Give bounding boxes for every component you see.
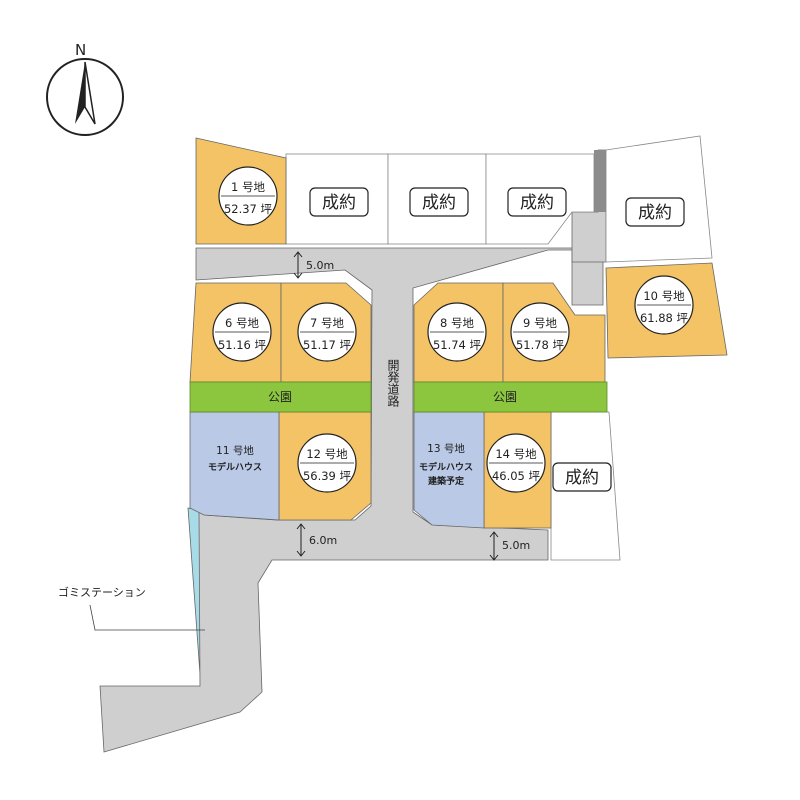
sold-badge-3: 成約	[409, 187, 469, 217]
park-left-label: 公園	[268, 390, 292, 404]
road-label: 開発道路	[386, 359, 400, 408]
road-label-text: 開発道路	[386, 359, 400, 408]
lot-badge-9: 9 号地 51.78 坪	[510, 302, 570, 362]
garbage-station-label: ゴミステーション	[58, 585, 146, 599]
garbage-station-callout: ゴミステーション	[58, 585, 205, 631]
compass-arrow-right	[84, 61, 96, 125]
svg-text:成約: 成約	[520, 193, 554, 213]
road-edge-dark	[594, 150, 606, 212]
svg-text:成約: 成約	[638, 203, 672, 223]
svg-text:51.17 坪: 51.17 坪	[303, 338, 352, 352]
lot-badge-10: 10 号地 61.88 坪	[634, 275, 694, 335]
svg-text:8 号地: 8 号地	[440, 316, 474, 330]
svg-text:56.39 坪: 56.39 坪	[303, 469, 352, 483]
svg-text:51.78 坪: 51.78 坪	[516, 338, 565, 352]
svg-text:61.88 坪: 61.88 坪	[640, 311, 689, 325]
lot-11-number: 11 号地	[216, 444, 254, 457]
svg-text:成約: 成約	[565, 468, 599, 488]
lot-badge-8: 8 号地 51.74 坪	[427, 302, 487, 362]
park-right-label: 公園	[493, 390, 517, 404]
park-right	[413, 381, 608, 413]
lot-badge-1: 1 号地 52.37 坪	[218, 166, 278, 226]
sold-labels: 成約 成約 成約 成約 成約	[309, 187, 685, 492]
callout-line	[89, 604, 205, 631]
lot-badge-12: 12 号地 56.39 坪	[297, 433, 357, 493]
dim-top-road: 5.0m	[306, 259, 334, 272]
sold-badge-2: 成約	[309, 187, 369, 217]
svg-text:10 号地: 10 号地	[643, 289, 685, 303]
svg-text:7 号地: 7 号地	[310, 316, 344, 330]
svg-text:46.05 坪: 46.05 坪	[492, 469, 541, 483]
model-house-labels: 11 号地 モデルハウス 13 号地 モデルハウス 建築予定	[208, 442, 473, 487]
parks: 公園 公園	[189, 381, 608, 413]
lot-badges: 1 号地 52.37 坪 6 号地 51.16 坪 7 号地 51.17 坪 8…	[212, 166, 694, 493]
svg-text:14 号地: 14 号地	[495, 447, 537, 461]
svg-text:51.16 坪: 51.16 坪	[218, 338, 267, 352]
lot-11-note: モデルハウス	[208, 461, 262, 473]
dim-bottom-road-right: 5.0m	[502, 539, 530, 552]
svg-text:1 号地: 1 号地	[231, 180, 265, 194]
road-dimensions: 5.0m 6.0m 5.0m	[293, 251, 530, 561]
svg-text:成約: 成約	[422, 193, 456, 213]
svg-text:成約: 成約	[322, 193, 356, 213]
sold-badge-4: 成約	[507, 187, 567, 217]
svg-text:6 号地: 6 号地	[225, 316, 259, 330]
compass-arrow-left	[75, 62, 85, 124]
svg-text:52.37 坪: 52.37 坪	[224, 202, 273, 216]
lot-13-note: モデルハウス	[419, 461, 473, 473]
park-left	[189, 381, 372, 413]
svg-text:12 号地: 12 号地	[306, 447, 348, 461]
svg-text:51.74 坪: 51.74 坪	[433, 338, 482, 352]
sold-badge-15: 成約	[552, 462, 612, 492]
dim-bottom-road-left: 6.0m	[309, 534, 337, 547]
compass-letter: N	[75, 41, 86, 59]
lot-badge-14: 14 号地 46.05 坪	[486, 433, 546, 493]
road-main	[99, 247, 604, 753]
sold-badge-5: 成約	[625, 197, 685, 227]
svg-text:9 号地: 9 号地	[523, 316, 557, 330]
lot-badge-6: 6 号地 51.16 坪	[212, 302, 272, 362]
lot-badge-7: 7 号地 51.17 坪	[297, 302, 357, 362]
lot-13-number: 13 号地	[427, 442, 465, 455]
lot-13-note2: 建築予定	[428, 475, 465, 487]
north-compass: N	[46, 41, 124, 136]
model-house-lots	[189, 411, 485, 529]
